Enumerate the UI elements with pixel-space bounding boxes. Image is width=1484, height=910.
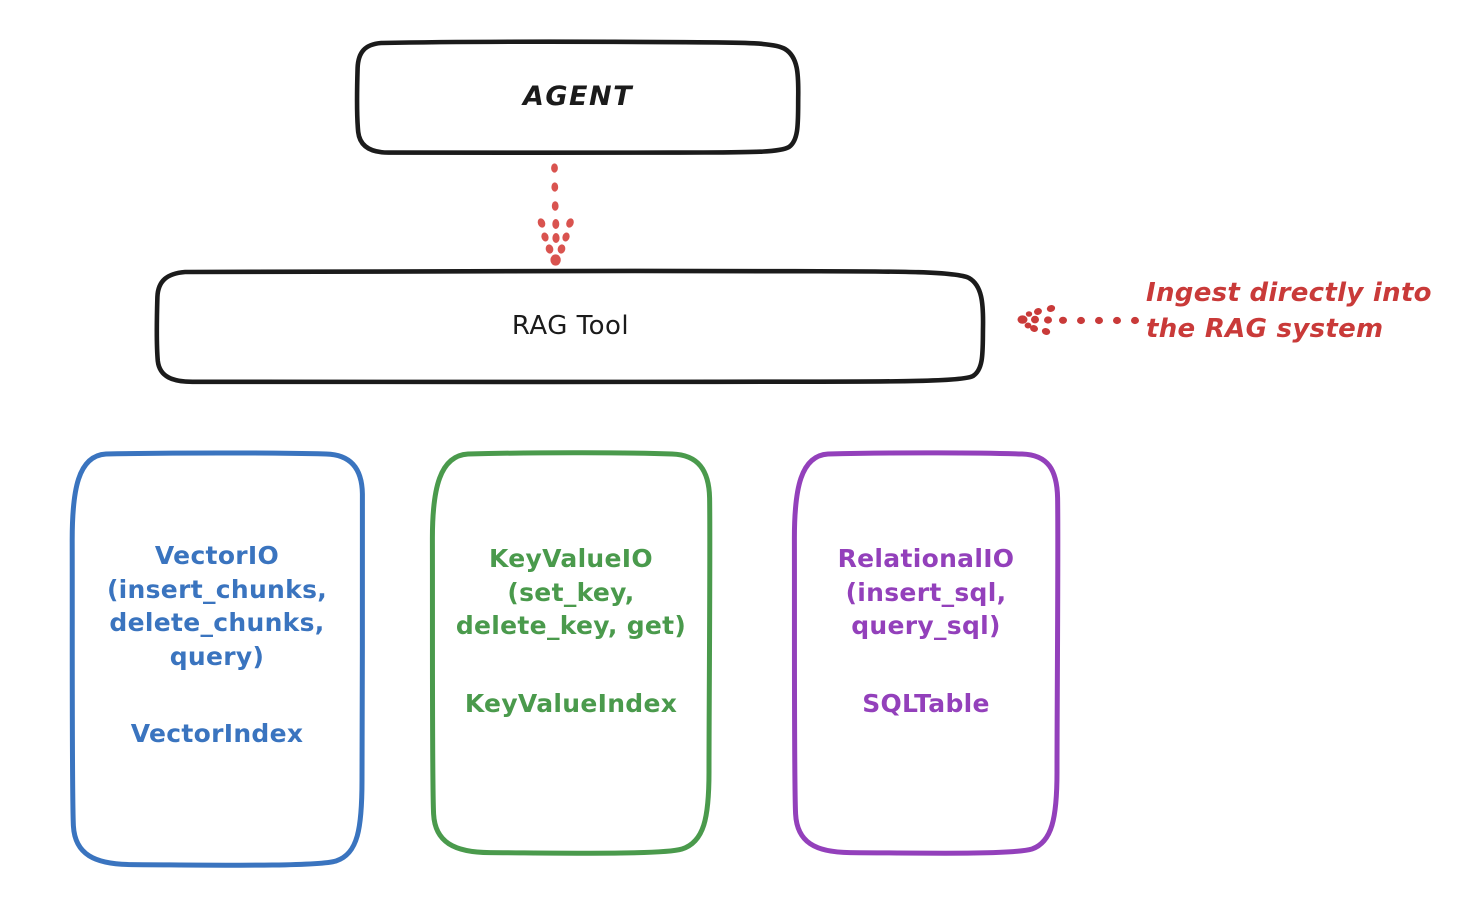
node-agent[interactable]: AGENT [354, 39, 801, 156]
key-value-io-secondary-label: KeyValueIndex [464, 688, 678, 718]
ingest-annotation-text: Ingest directly into the RAG system [1146, 278, 1432, 344]
vector-io-secondary-label: VectorIndex [130, 719, 304, 749]
agent-label: AGENT [522, 80, 633, 112]
node-rag-tool[interactable]: RAG Tool [154, 268, 986, 385]
node-vector-io[interactable]: VectorIO (insert_chunks, delete_chunks, … [68, 450, 366, 868]
node-key-value-io[interactable]: KeyValueIO (set_key, delete_key, get) Ke… [428, 450, 714, 856]
key-value-io-primary-label: KeyValueIO (set_key, delete_key, get) [455, 544, 687, 640]
vector-io-text-group: VectorIO (insert_chunks, delete_chunks, … [68, 539, 366, 751]
connector-ingest-note-to-rag-tool [1017, 305, 1139, 335]
key-value-io-text-group: KeyValueIO (set_key, delete_key, get) Ke… [428, 542, 714, 720]
relational-io-secondary-label: SQLTable [862, 688, 990, 718]
relational-io-primary-label: RelationalIO (insert_sql, query_sql) [837, 544, 1015, 640]
node-relational-io[interactable]: RelationalIO (insert_sql, query_sql) SQL… [790, 450, 1062, 856]
rag-tool-label: RAG Tool [511, 310, 630, 341]
vector-io-primary-label: VectorIO (insert_chunks, delete_chunks, … [106, 541, 328, 671]
connector-agent-to-rag-tool [537, 163, 574, 266]
relational-io-text-group: RelationalIO (insert_sql, query_sql) SQL… [790, 542, 1062, 720]
